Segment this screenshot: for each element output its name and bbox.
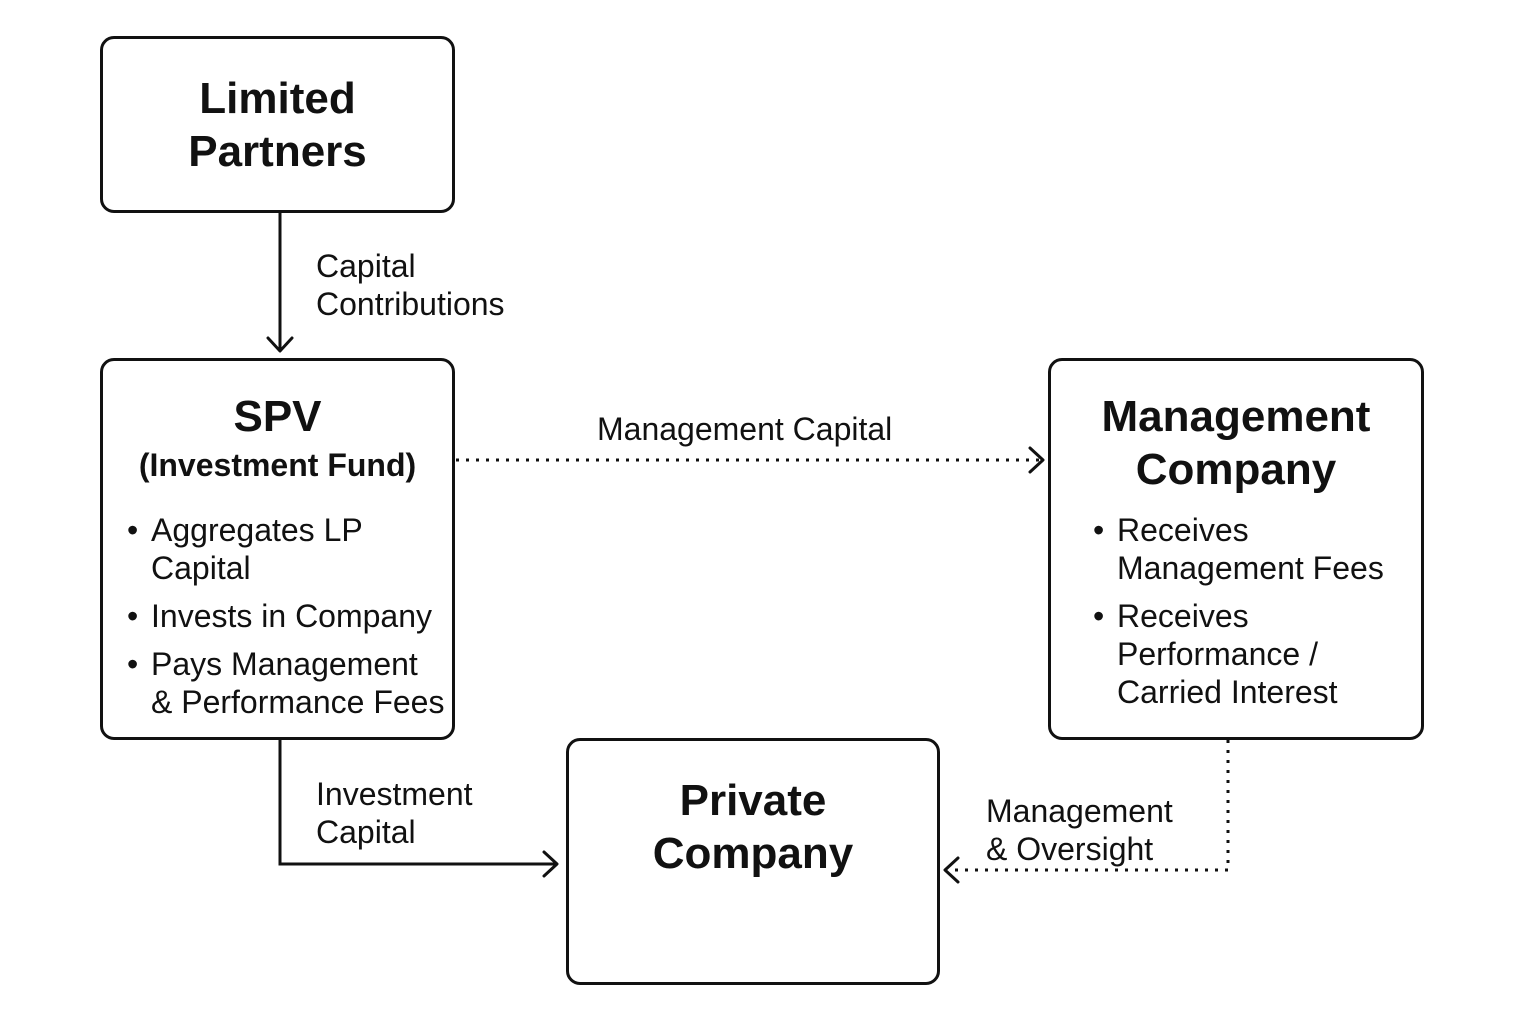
spv-bullet-line: Invests in Company bbox=[151, 598, 433, 634]
management-company-bullet-list: Receives Management Fees Receives Perfor… bbox=[1091, 511, 1421, 721]
spv-box: SPV (Investment Fund) Aggregates LP Capi… bbox=[100, 358, 455, 740]
spv-bullet-item: Aggregates LP Capital bbox=[125, 511, 455, 587]
management-company-title-line: Company bbox=[1135, 444, 1337, 494]
edge-label-capital-contributions: Capital Contributions bbox=[316, 247, 505, 323]
spv-bullet-line: Aggregates LP bbox=[151, 512, 363, 548]
edge-spv-to-management bbox=[456, 446, 1045, 474]
limited-partners-box: Limited Partners bbox=[100, 36, 455, 213]
management-company-bullet-line: Carried Interest bbox=[1117, 674, 1338, 710]
edge-label-line: Capital bbox=[316, 248, 416, 284]
edge-label-line: Contributions bbox=[316, 286, 505, 322]
spv-bullet-line: Capital bbox=[151, 550, 251, 586]
spv-bullet-item: Invests in Company bbox=[125, 597, 455, 635]
management-company-box: Management Company Receives Management F… bbox=[1048, 358, 1424, 740]
management-company-bullet-line: Performance / bbox=[1117, 636, 1318, 672]
management-company-title: Management Company bbox=[1051, 391, 1421, 497]
management-company-bullet-line: Receives bbox=[1117, 598, 1249, 634]
edge-label-line: Management bbox=[986, 793, 1173, 829]
edge-management-to-private bbox=[943, 740, 1230, 884]
edge-label-line: Capital bbox=[316, 814, 416, 850]
spv-bullet-list: Aggregates LP Capital Invests in Company… bbox=[125, 511, 455, 731]
management-company-bullet-item: Receives Management Fees bbox=[1091, 511, 1421, 587]
private-company-box: Private Company bbox=[566, 738, 940, 985]
management-company-title-line: Management bbox=[1101, 392, 1371, 441]
edge-label-management-capital: Management Capital bbox=[597, 411, 893, 447]
private-company-title: Private Company bbox=[569, 775, 937, 881]
spv-subtitle: (Investment Fund) bbox=[138, 447, 417, 483]
limited-partners-title-line: Limited bbox=[199, 74, 356, 123]
management-company-bullet-line: Receives bbox=[1117, 512, 1249, 548]
edge-spv-to-private bbox=[278, 740, 559, 878]
management-company-bullet-line: Management Fees bbox=[1117, 550, 1384, 586]
limited-partners-title: Limited Partners bbox=[103, 73, 452, 179]
management-company-bullet-item: Receives Performance / Carried Interest bbox=[1091, 597, 1421, 711]
private-company-title-line: Company bbox=[652, 828, 854, 878]
edge-label-management-oversight: Management & Oversight bbox=[986, 792, 1173, 868]
spv-bullet-line: & Performance Fees bbox=[151, 684, 445, 720]
limited-partners-title-line: Partners bbox=[188, 126, 367, 176]
spv-bullet-item: Pays Management & Performance Fees bbox=[125, 645, 455, 721]
edge-label-line: Investment bbox=[316, 776, 473, 812]
edge-lp-to-spv bbox=[266, 212, 294, 353]
edge-label-line: & Oversight bbox=[986, 831, 1154, 867]
spv-bullet-line: Pays Management bbox=[151, 646, 418, 682]
edge-label-investment-capital: Investment Capital bbox=[316, 775, 473, 851]
spv-title: SPV bbox=[233, 392, 322, 441]
private-company-title-line: Private bbox=[679, 776, 827, 825]
